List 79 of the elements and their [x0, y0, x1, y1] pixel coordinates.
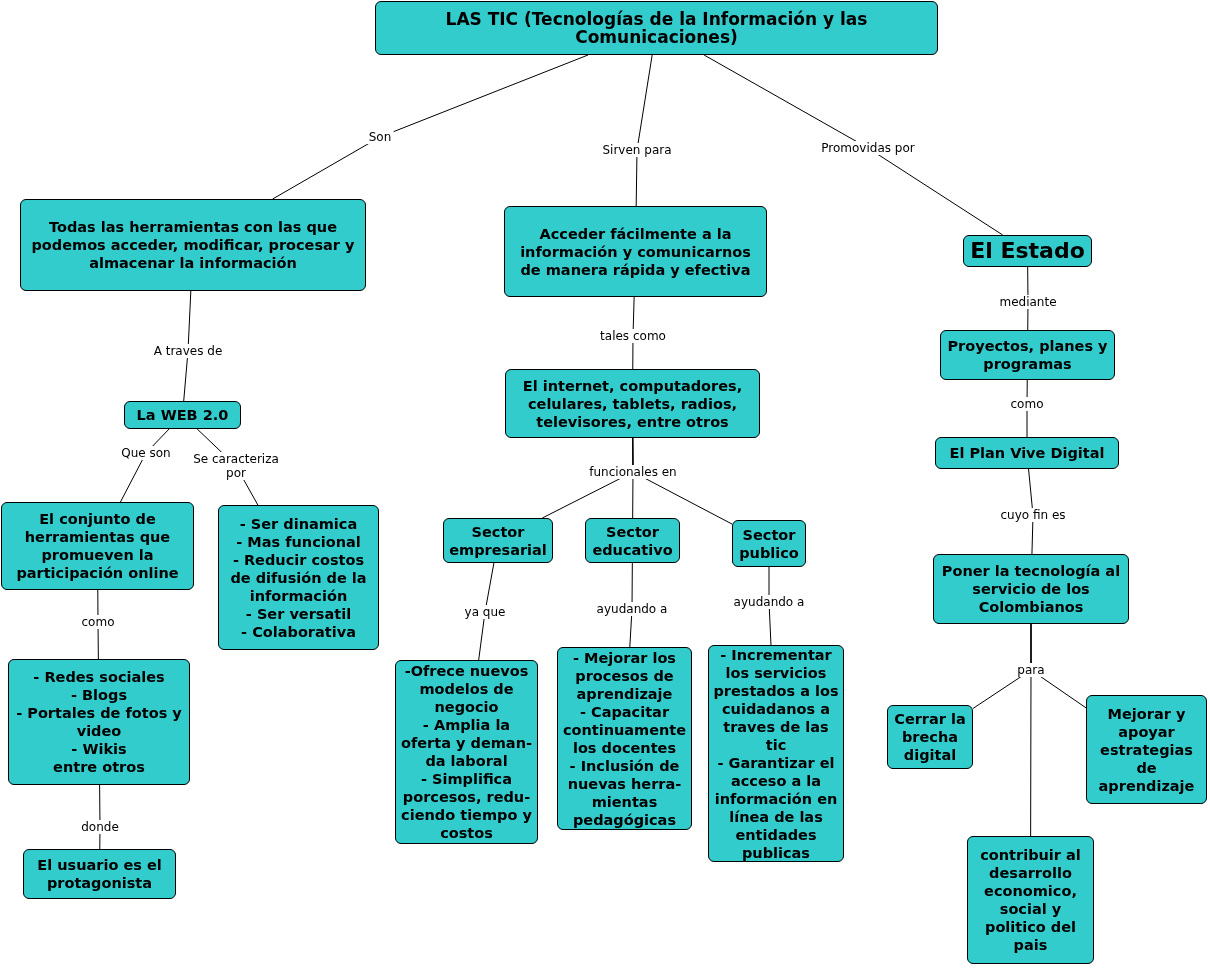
- concept-box: [20, 199, 366, 291]
- edge-label: A traves de: [151, 344, 225, 358]
- concept-text: - Portales de fotos y video: [15, 704, 183, 740]
- concept-text: El internet, computadores, celulares, tablets, radios, televisores, entre otros: [521, 376, 744, 431]
- concept-text: La WEB 2.0: [136, 406, 229, 424]
- concept-box: [1086, 695, 1207, 804]
- concept-text: - Colaborativa: [241, 622, 356, 641]
- concept-text: LAS TIC (Tecnologías de la Información y las Comunicaciones): [444, 10, 869, 46]
- concept-text: - Reducir costos de difusión de la información: [229, 550, 368, 605]
- concept-text: Proyectos, planes y programas: [946, 337, 1109, 373]
- concept-text: El Estado: [970, 242, 1085, 260]
- concept-text: - Ser versatil: [245, 604, 352, 623]
- concept-text: Cerrar la brecha digital: [893, 710, 967, 764]
- connector-line: [635, 54, 653, 207]
- concept-box: [1, 502, 194, 590]
- edge-label: como: [1008, 397, 1046, 411]
- concept-text: El usuario es el protagonista: [36, 856, 163, 892]
- edge-label: ya que: [462, 605, 508, 619]
- concept-text: - Inclusión de nuevas herra- mientas pedagógicas: [566, 756, 683, 829]
- concept-text: - Mejorar los procesos de aprendizaje: [572, 648, 677, 703]
- concept-text: El Plan Vive Digital: [949, 444, 1105, 462]
- edge-label: funcionales en: [587, 465, 679, 479]
- concept-box: [933, 554, 1129, 624]
- connector-line: [703, 54, 1004, 236]
- concept-box: [708, 645, 844, 862]
- concept-text: - Ser dinamica: [239, 514, 358, 533]
- edge-label: ayudando a: [731, 595, 807, 609]
- connector-line: [629, 562, 633, 648]
- concept-text: - Simplifica porcesos, redu- ciendo tiempo y costos: [400, 770, 533, 842]
- edge-label: cuyo fin es: [998, 508, 1068, 522]
- concept-box: [887, 705, 973, 769]
- concept-text: contribuir al desarrollo economico, social y politico del pais: [979, 846, 1082, 954]
- edge-label: ayudando a: [594, 602, 670, 616]
- concept-text: - Mas funcional: [236, 532, 361, 551]
- concept-text: Poner la tecnología al servicio de los Colombianos: [940, 562, 1122, 616]
- concept-box: [967, 836, 1094, 964]
- concept-text: Todas las herramientas con las que podemos acceder, modificar, procesar y almacenar la información: [30, 218, 356, 272]
- concept-box: [585, 518, 680, 563]
- concept-text: - Incrementar los servicios prestados a los cuidadanos a traves de las tic: [713, 645, 839, 754]
- concept-text: -Ofrece nuevos modelos de negocio: [403, 662, 530, 716]
- concept-box: [375, 1, 938, 55]
- concept-text: El conjunto de herramientas que promueven la participación online: [15, 510, 180, 582]
- connector-line: [183, 290, 192, 402]
- edge-label: Son: [366, 130, 394, 144]
- concept-text: - Redes sociales: [33, 668, 165, 686]
- concept-box: [505, 369, 760, 438]
- concept-box: [940, 330, 1115, 380]
- concept-box: [935, 437, 1119, 469]
- edge-label: Sirven para: [600, 143, 674, 157]
- concept-box: [557, 647, 692, 830]
- concept-text: Sector empresarial: [448, 522, 548, 559]
- concept-text: - Amplia la oferta y deman- da laboral: [400, 716, 533, 770]
- edge-label: tales como: [598, 329, 668, 343]
- concept-text: Mejorar y apoyar estrategias de aprendizaje: [1097, 704, 1196, 795]
- concept-box: [504, 206, 767, 297]
- concept-text: entre otros: [53, 758, 145, 776]
- edge-label: como: [79, 615, 117, 629]
- concept-box: [23, 849, 176, 899]
- concept-box: [732, 520, 806, 567]
- concept-box: [963, 235, 1092, 267]
- concept-text: Sector publico: [738, 525, 800, 562]
- concept-text: - Capacitar continuamente los docentes: [562, 702, 687, 757]
- connector-line: [478, 562, 495, 661]
- concept-box: [395, 660, 538, 844]
- edge-label: Promovidas por: [819, 141, 917, 155]
- edge-label: para: [1015, 663, 1047, 677]
- concept-box: [218, 505, 379, 650]
- connector-line: [1028, 468, 1034, 555]
- concept-text: Acceder fácilmente a la información y comunicarnos de manera rápida y efectiva: [519, 224, 752, 279]
- concept-box: [8, 659, 190, 785]
- concept-text: - Wikis: [71, 740, 127, 758]
- edge-label: mediante: [997, 295, 1059, 309]
- edge-label: Que son: [119, 446, 173, 460]
- concept-text: Sector educativo: [591, 522, 674, 559]
- concept-text: - Blogs: [70, 686, 128, 704]
- concept-text: - Garantizar el acceso a la información en línea de las entidades publicas: [713, 753, 839, 862]
- concept-box: [124, 401, 241, 429]
- edge-label: donde: [79, 820, 121, 834]
- connector-line: [272, 54, 589, 200]
